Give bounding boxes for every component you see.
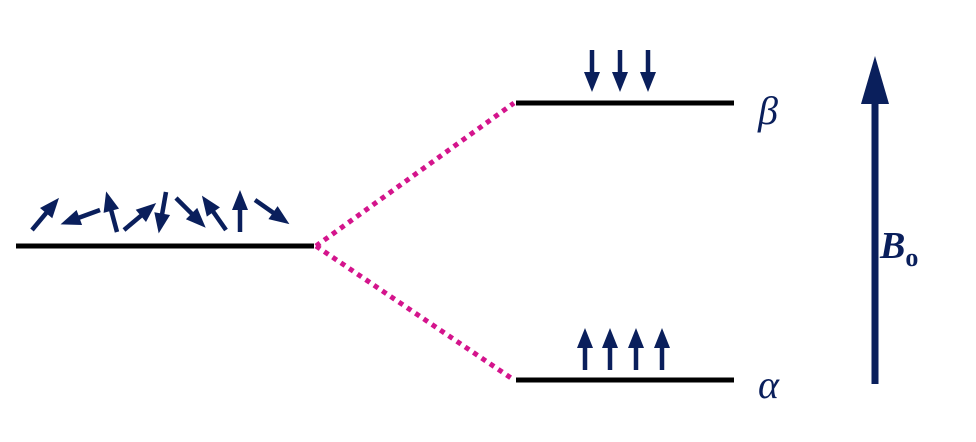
spin-arrow-up xyxy=(654,328,670,370)
alpha-label: α xyxy=(758,362,780,407)
spin-arrow xyxy=(151,191,174,235)
spin-arrow-down xyxy=(612,50,628,92)
magnetic-field-arrow-icon xyxy=(861,56,889,384)
spin-arrow-down xyxy=(640,50,656,92)
spin-arrow xyxy=(98,189,124,234)
beta-label: β xyxy=(757,88,778,133)
field-subscript: o xyxy=(905,243,918,272)
beta-spins xyxy=(584,50,656,92)
field-label: Bo xyxy=(879,225,918,272)
spin-arrow xyxy=(26,193,65,235)
field-symbol: B xyxy=(879,225,905,267)
spin-arrow xyxy=(250,193,294,230)
spin-arrow xyxy=(195,191,232,235)
spin-arrow-up xyxy=(628,328,644,370)
spin-arrow xyxy=(119,197,161,236)
alpha-spins xyxy=(577,328,670,370)
spin-arrow xyxy=(232,190,248,232)
split-line-upper xyxy=(314,100,516,249)
spin-arrow-down xyxy=(584,50,600,92)
spin-arrow xyxy=(58,202,103,231)
split-line-lower xyxy=(314,243,516,383)
random-spins xyxy=(26,189,294,236)
spin-arrow-up xyxy=(602,328,618,370)
spin-arrow-up xyxy=(577,328,593,370)
